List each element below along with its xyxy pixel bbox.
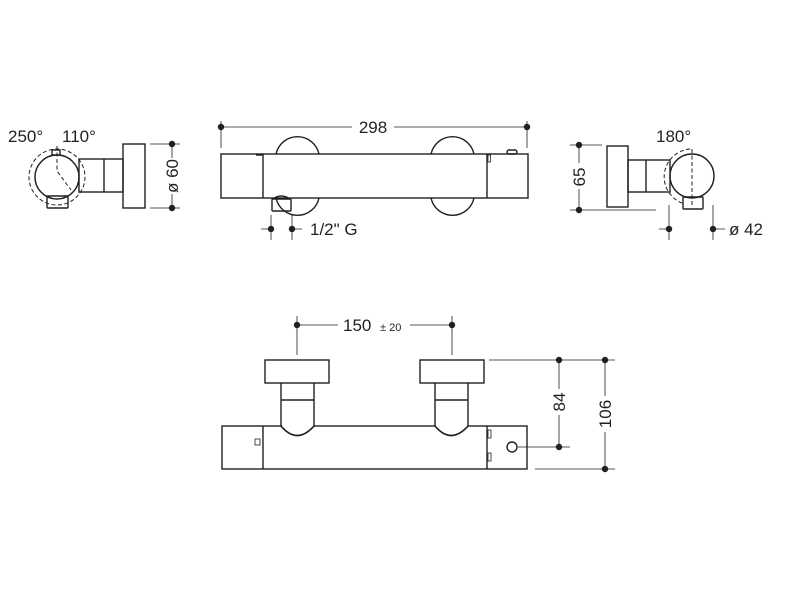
right-diameter-label: ø 42: [729, 220, 763, 239]
left-side-view: ø 60 250° 110°: [8, 127, 182, 212]
outlet-height-label: 84: [550, 393, 569, 412]
inlet-tolerance-label: ± 20: [380, 322, 401, 334]
right-height-label: 65: [570, 168, 589, 187]
inlet-spacing-label: 150: [343, 316, 371, 335]
left-angle-110-label: 110°: [62, 127, 96, 146]
top-view: 150 ± 20 84 106: [221, 314, 615, 473]
right-side-view: 65 180° ø 42: [570, 127, 763, 240]
front-view: 298 1/2" G: [217, 117, 531, 240]
overall-width-label: 298: [359, 118, 387, 137]
total-height-label: 106: [596, 400, 615, 428]
left-angle-250-label: 250°: [8, 127, 43, 146]
right-angle-label: 180°: [656, 127, 691, 146]
left-diameter-label: ø 60: [163, 159, 182, 193]
outlet-thread-label: 1/2" G: [310, 220, 358, 239]
